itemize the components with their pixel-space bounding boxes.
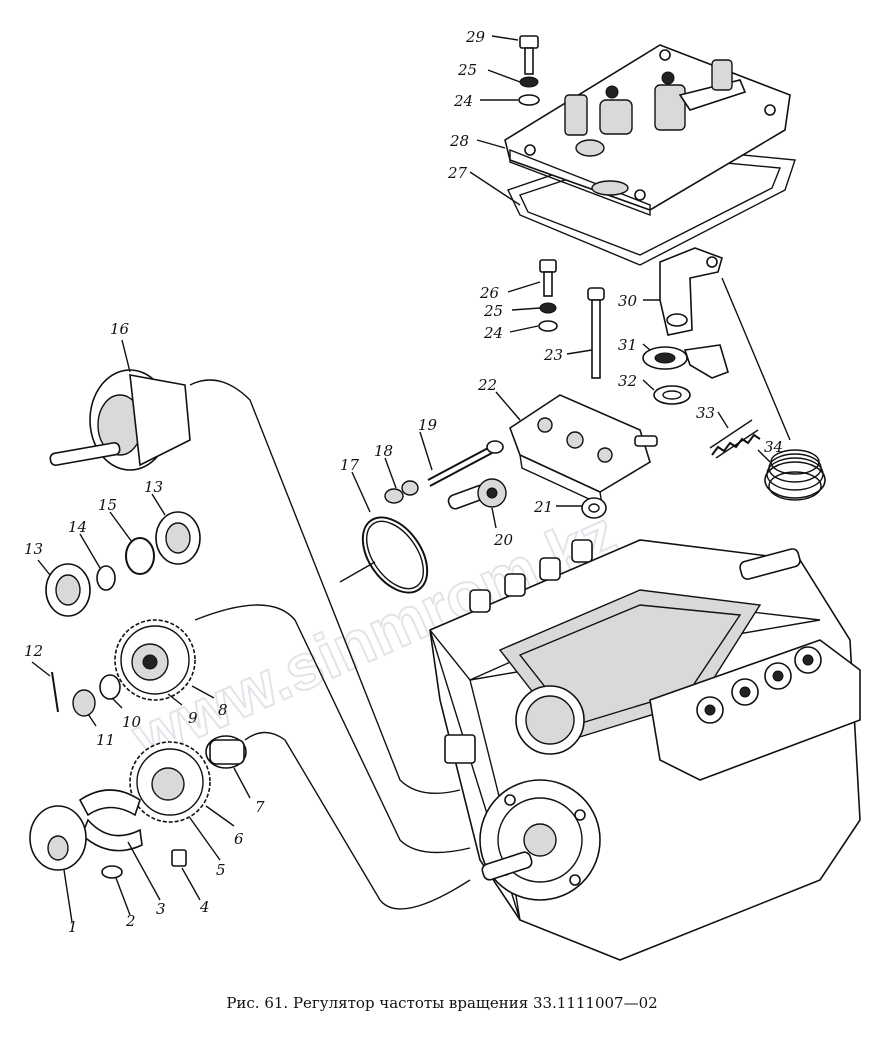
figure-caption: Рис. 61. Регулятор частоты вращения 33.1… [226, 994, 657, 1012]
callout-30: 30 [618, 292, 638, 310]
callout-31: 31 [618, 336, 637, 354]
callout-32: 32 [618, 372, 637, 390]
callout-26: 26 [479, 284, 500, 302]
lever-30 [659, 247, 723, 336]
callout-9: 9 [188, 709, 198, 727]
washer-32-hole [662, 390, 682, 400]
segments-3 [78, 789, 143, 852]
callout-34: 34 [764, 438, 783, 456]
spring-34 [764, 449, 826, 501]
callout-7: 7 [255, 798, 265, 816]
callout-19: 19 [418, 416, 438, 434]
callout-4: 4 [199, 898, 210, 916]
leader-lines [31, 35, 791, 923]
callout-14: 14 [68, 518, 87, 536]
rod-23 [587, 287, 605, 379]
bolt-29 [519, 35, 539, 75]
bearing-13-right [155, 511, 201, 565]
gear-9 [114, 619, 196, 701]
washer-24-mid [538, 320, 558, 332]
washer-14 [96, 565, 116, 591]
nut-11 [72, 689, 96, 717]
callout-21: 21 [533, 498, 553, 516]
bushing-7 [205, 735, 247, 769]
key-4 [171, 849, 187, 867]
callout-10: 10 [122, 713, 142, 731]
cover-levers [564, 59, 747, 196]
assembly-lines [189, 379, 471, 910]
screw-19 [427, 440, 504, 487]
callout-17: 17 [340, 456, 360, 474]
callout-28: 28 [449, 132, 469, 150]
bracket-31 [642, 344, 729, 379]
callout-12: 12 [24, 642, 43, 660]
callout-20: 20 [493, 531, 514, 549]
bushing-21 [581, 497, 607, 519]
callout-11: 11 [96, 731, 115, 749]
bearing-13-left [45, 563, 91, 617]
callout-13-left: 13 [24, 540, 43, 558]
callout-labels: 1 2 3 4 5 6 7 8 9 10 11 12 13 13 14 15 1… [24, 28, 783, 936]
callout-24-top: 24 [453, 92, 473, 110]
callout-5: 5 [216, 861, 226, 879]
body-22 [509, 394, 658, 507]
callout-13-right: 13 [144, 478, 163, 496]
governor-assembly-16 [49, 369, 191, 471]
callout-25-mid: 25 [483, 302, 503, 320]
callout-23: 23 [543, 346, 563, 364]
bushing-20 [447, 478, 507, 510]
cover-28 [504, 44, 791, 217]
callout-22: 22 [477, 376, 497, 394]
key-2 [101, 865, 123, 879]
ring-15 [125, 537, 155, 575]
callout-8: 8 [218, 701, 228, 719]
callout-25-top: 25 [457, 61, 477, 79]
callout-16: 16 [110, 320, 130, 338]
hub-1 [29, 805, 87, 871]
callout-3: 3 [156, 900, 166, 918]
spring-33 [709, 419, 761, 459]
nut-18a [384, 488, 404, 504]
washer-10 [99, 674, 121, 700]
callout-18: 18 [374, 442, 393, 460]
washer-25-top [519, 76, 539, 88]
bolt-26 [539, 259, 557, 297]
callout-15: 15 [98, 496, 117, 514]
callout-33: 33 [696, 404, 715, 422]
callout-24-mid: 24 [483, 324, 503, 342]
callout-2: 2 [125, 912, 136, 930]
ring-17 [361, 516, 429, 594]
callout-29: 29 [465, 28, 486, 46]
washer-24-top [518, 94, 540, 106]
gear-5 [129, 741, 211, 823]
callout-27: 27 [447, 164, 468, 182]
washer-32 [653, 385, 691, 405]
pump-housing [429, 539, 861, 961]
pin-12 [51, 671, 59, 713]
washer-25-mid [539, 302, 557, 314]
callout-1: 1 [68, 918, 78, 936]
nut-18b [401, 480, 419, 496]
callout-6: 6 [234, 830, 244, 848]
